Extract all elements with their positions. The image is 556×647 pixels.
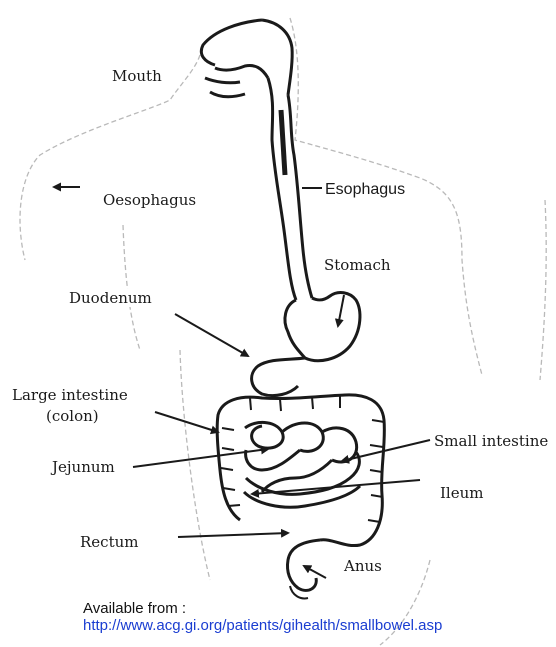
anus-label: Anus [344, 557, 382, 575]
rectum-label: Rectum [80, 533, 138, 551]
duodenum-shape [252, 358, 305, 396]
large-intestine-label: Large intestine [12, 386, 128, 404]
stomach-label: Stomach [324, 256, 391, 274]
mouth-label: Mouth [112, 67, 162, 85]
oesophagus-label: Oesophagus [103, 191, 196, 209]
stomach-shape [285, 293, 360, 361]
rectum-shape [287, 540, 320, 590]
mouth-shape [201, 20, 292, 97]
rectum-arrow [178, 533, 288, 537]
stomach-arrow [338, 295, 344, 326]
small-intestine-shape [244, 422, 360, 507]
jejunum-label: Jejunum [52, 458, 115, 476]
large-intestine-shape [217, 395, 384, 546]
duodenum-label: Duodenum [69, 289, 152, 307]
source-link[interactable]: http://www.acg.gi.org/patients/gihealth/… [83, 617, 442, 634]
large-intestine-arrow [155, 412, 218, 432]
duodenum-arrow [175, 314, 248, 356]
source-citation: Available from : http://www.acg.gi.org/p… [83, 600, 442, 634]
esophagus-label: Esophagus [325, 181, 405, 199]
ileum-label: Ileum [440, 484, 483, 502]
colon-label: (colon) [46, 407, 99, 425]
source-heading: Available from : [83, 600, 442, 617]
anus-arrow [304, 566, 326, 578]
small-intestine-label: Small intestine [434, 432, 548, 450]
label-pointers [54, 187, 430, 578]
